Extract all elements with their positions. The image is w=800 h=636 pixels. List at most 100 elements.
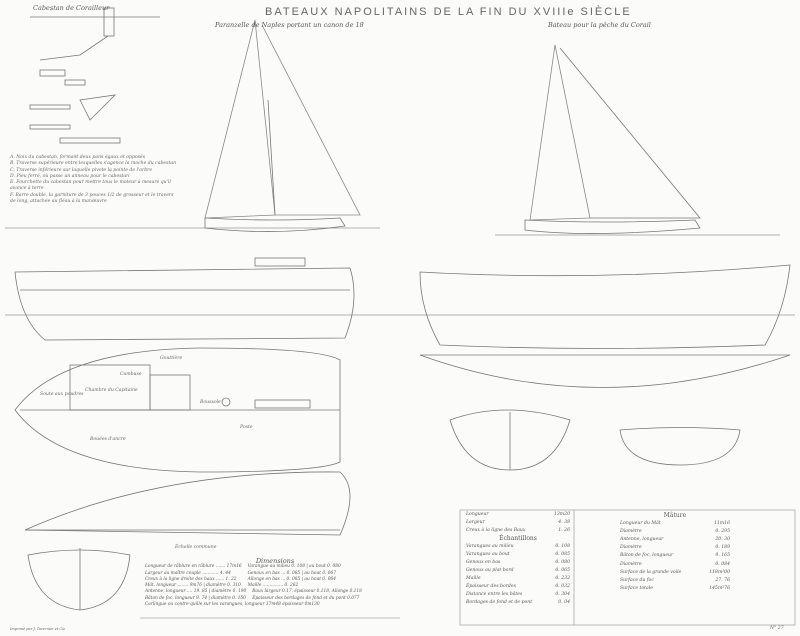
spec-row: Surface du foc 27. 76 [620,577,730,585]
spec-value: 0. 108 [555,544,570,549]
spec-row: Bâton de foc, longueur 9. 165 [620,552,730,560]
spec-value: 0. 065 [555,568,570,573]
spec-label: Longueur [466,512,489,517]
paranzelle-profile [5,257,400,341]
dim-row: Bâton de foc, longueur 9. 74 | diamètre … [145,595,246,601]
frame-borders [140,509,796,626]
dim-row: Baux largeur 0.17, épaisseur 0.118, Allo… [252,589,362,595]
spec-value: 0. 032 [555,584,570,589]
capstan-label: Cabestan de Corailleur [33,4,110,12]
spec-value: 0. 232 [555,576,570,581]
paranzelle-plan [14,347,341,473]
dimensions-left: Dimensions Longueur de râblure en râblur… [145,558,362,608]
dim-row: Genoux en bas ... 0. 085 | au bout 0. 06… [247,570,336,576]
section-heading: Mâture [663,512,687,519]
label-boussole: Boussole [200,400,221,405]
legend-item: F. Barre double, la garniture de 3 pouce… [10,192,174,205]
spec-row: Creux à la ligne des Baux 1. 26 [466,527,570,535]
spec-row: Épaisseur des bordes 0. 032 [466,583,570,591]
spec-label: Surface de la grande voile [620,569,682,575]
legend-item: C. Traverse inférieure sur laquelle pivo… [10,167,153,173]
spec-row: Diamètre 0. 084 [620,561,730,569]
spec-label: Diamètre [620,545,642,551]
legend-item: E. Fourchette du cabestan pour mettre to… [10,180,171,192]
spec-label: Surface du foc [620,577,654,583]
label-bouees: Bouées d'ancre [90,437,126,442]
legend-item: B. Traverse supérieure entre lesquelles … [10,161,177,167]
corail-half-breadth [419,354,791,388]
spec-label: Varangues au milieu [466,544,514,549]
spec-value: 0. 04 [558,600,570,605]
spec-label: Épaisseur des bordes [466,584,516,589]
spec-row: Surface de la grande voile 118m²00 [620,569,730,577]
spec-row: Varangues au milieu 0. 108 [466,543,570,551]
dim-row: Maille ............... 0. 262 [247,583,299,589]
spec-value: 11m16 [713,521,730,527]
plate-title: BATEAUX NAPOLITAINS DE LA FIN DU XVIIIe … [265,6,632,18]
sheet-number: N° 27 [770,626,784,631]
spec-label: Bâton de foc, longueur [620,553,674,559]
spec-value: 145m²76 [709,585,730,591]
label-gouttiere: Gouttière [160,356,183,361]
left-subtitle: Paranzelle de Naples portant un canon de… [215,21,364,29]
spec-label: Diamètre [620,561,642,567]
spec-row: Diamètre 0. 189 [620,544,730,552]
dim-row: Allonge en bas ... 0. 085 | au bout 0. 0… [247,576,336,582]
spec-value: 0. 080 [555,560,570,565]
paranzelle-half-breadth [24,471,351,536]
spec-value: 20. 30 [715,537,730,543]
spec-value: 0. 085 [555,552,570,557]
spec-value: 9. 165 [715,553,730,559]
dim-row: Antenne, longueur .... 19. 85 | diamètre… [145,589,247,595]
spec-label: Bordages de fond et de pont [466,600,533,605]
dim-row: Creux à la ligne droite des baux ...... … [145,576,237,582]
spec-row: Genoux au plat bord 0. 065 [466,567,570,575]
spec-label: Longueur du Mât [620,521,661,527]
spec-value: 1. 26 [558,528,570,533]
spec-value: 0. 189 [715,545,730,551]
right-subtitle: Bateau pour la pêche du Corail [548,21,651,29]
spec-label: Largeur [466,520,485,525]
spec-label: Surface totale [620,585,653,591]
dimensions-heading: Dimensions [255,557,295,565]
spec-row: Maille 0. 232 [466,575,570,583]
spec-label: Genoux au plat bord [466,568,514,573]
printer-credit: Imprimé par J. Tavernier et Cie [10,627,66,631]
legend-item: A. Noix du cabestan, formant deux pans é… [10,155,146,160]
section-heading: Échantillons [499,535,537,542]
spec-row: Longueur 13m20 [466,511,570,519]
dim-row: Varangue au milieu 0. 108 | au bout 0. 0… [247,564,341,570]
spec-row: Varangues au bout 0. 085 [466,551,570,559]
legend-item: D. Pieu ferré, où passe un anneau pour l… [10,173,130,179]
dim-row: Carlingue ou contre-quille sur les varan… [145,602,320,608]
spec-label: Creux à la ligne des Baux [466,528,526,533]
dim-row: Épaisseur des bordages de fond et du pon… [252,595,360,601]
spec-label: Distance entre les bâtes [466,592,523,597]
spec-row: Longueur du Mât 11m16 [620,520,730,528]
spec-label: Maille [466,576,481,581]
spec-value: 0. 304 [555,592,570,597]
label-cambuse: Cambuse [120,372,142,377]
spec-value: 0. 084 [715,561,730,567]
spec-value: 27. 76 [715,577,730,583]
legend: A. Noix du cabestan, formant deux pans é… [10,155,180,205]
spec-value: 118m²00 [709,569,730,575]
label-poste: Poste [240,425,253,430]
spec-row: Distance entre les bâtes 0. 304 [466,591,570,599]
label-scale: Échelle commune [175,545,217,550]
corail-elevation [495,44,780,236]
dim-row: Largeur au maître couple ............ 4.… [145,570,231,576]
dim-row: Mât, longueur ........ 9m76 | diamètre 0… [145,583,241,589]
dim-row: Longueur de râblure en râblure ....... 1… [145,564,242,570]
spec-value: 13m20 [553,512,570,517]
label-chambre: Chambre du Capitaine [85,388,138,393]
spec-label: Varangues au bout [466,552,510,557]
body-sections [27,409,741,611]
spec-value: 0. 295 [715,529,730,535]
